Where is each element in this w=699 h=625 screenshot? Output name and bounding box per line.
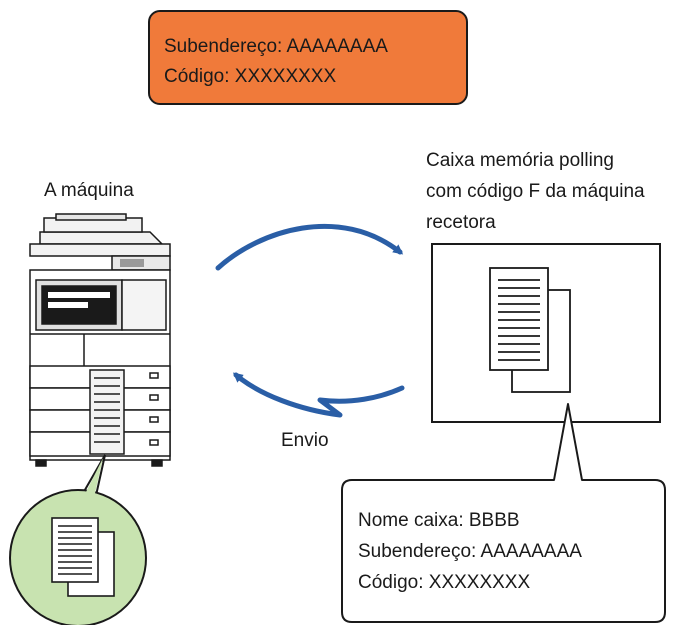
document-stack-icon xyxy=(489,267,571,393)
callout-subaddress: Subendereço: AAAAAAAA xyxy=(358,541,582,562)
multifunction-printer-icon xyxy=(29,213,171,467)
callout-box-name: Nome caixa: BBBB xyxy=(358,510,520,531)
memory-box-label-line3: recetora xyxy=(426,212,496,233)
mailbox-info-callout xyxy=(341,403,666,623)
top-info-subaddress: Subendereço: AAAAAAAA xyxy=(164,36,388,57)
curved-arrow-icon xyxy=(215,223,404,271)
machine-label: A máquina xyxy=(44,180,134,201)
callout-text: Nome caixa: BBBB Subendereço: AAAAAAAA C… xyxy=(358,505,582,598)
memory-box xyxy=(431,243,661,423)
top-info-code: Código: XXXXXXXX xyxy=(164,66,337,87)
machine-document-callout xyxy=(9,454,147,625)
memory-box-label-line2: com código F da máquina xyxy=(426,181,645,202)
document-stack-icon xyxy=(51,517,115,597)
callout-code: Código: XXXXXXXX xyxy=(358,572,531,593)
top-info-box: Subendereço: AAAAAAAA Código: XXXXXXXX xyxy=(148,10,468,105)
memory-box-label: Caixa memória polling com código F da má… xyxy=(426,145,645,238)
return-arrow-icon xyxy=(232,372,405,418)
memory-box-label-line1: Caixa memória polling xyxy=(426,150,614,171)
send-label: Envio xyxy=(281,430,329,451)
